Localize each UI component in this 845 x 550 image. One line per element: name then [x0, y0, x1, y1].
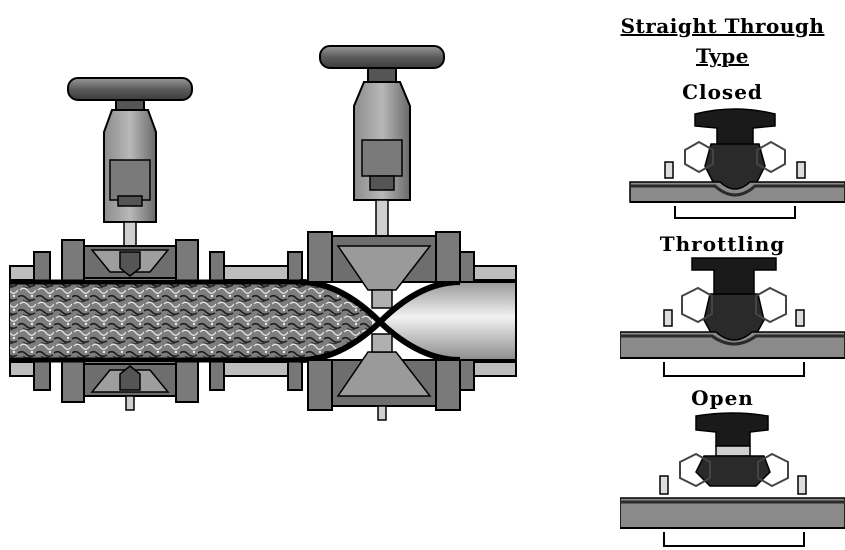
- diaphragm-valve-cutaway: [9, 45, 517, 421]
- diaphragm-icon: [694, 108, 776, 147]
- state-label-open: Open: [691, 386, 754, 410]
- diaphragm-icon: [691, 257, 777, 297]
- state-label-closed: Closed: [682, 80, 763, 104]
- pipe-flange-left: [9, 251, 51, 391]
- right-valve: [307, 45, 461, 421]
- slurry-flow: [10, 284, 372, 358]
- pipe-flange-right: [459, 251, 517, 391]
- panel-title-line2: Type: [695, 44, 749, 68]
- state-label-throttling: Throttling: [659, 232, 786, 256]
- pipe-coupling: [209, 251, 303, 391]
- panel-title-line1: Straight Through: [620, 14, 825, 38]
- valve-closed-diagram: [629, 108, 845, 219]
- handwheel-icon: [319, 45, 445, 69]
- straight-through-panel: Straight Through Type Closed Throttling …: [600, 0, 845, 550]
- diaphragm-icon: [695, 412, 769, 447]
- handwheel-icon: [67, 77, 193, 101]
- left-valve: [61, 77, 199, 411]
- valve-open-diagram: [620, 412, 845, 547]
- valve-throttling-diagram: [620, 257, 845, 377]
